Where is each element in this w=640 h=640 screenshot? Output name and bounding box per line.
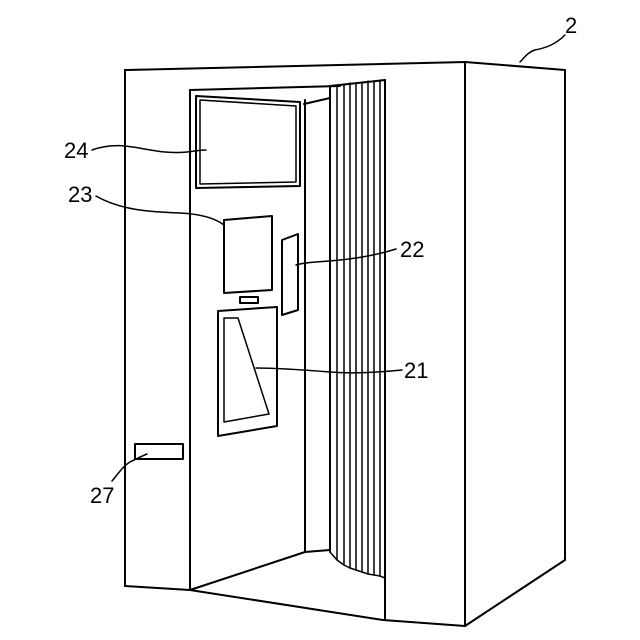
leader-22 — [296, 249, 396, 265]
leader-lines — [92, 35, 565, 481]
leader-24 — [92, 146, 206, 153]
label-24: 24 — [64, 138, 88, 163]
leader-2 — [520, 35, 565, 62]
label-27: 27 — [90, 483, 114, 508]
label-23: 23 — [68, 182, 92, 207]
label-2: 2 — [565, 13, 577, 38]
inner-display-24 — [196, 96, 300, 188]
side-slot-22 — [282, 234, 298, 315]
label-21: 21 — [404, 358, 428, 383]
curtain — [330, 80, 385, 620]
label-22: 22 — [400, 237, 424, 262]
touch-panel-21 — [218, 307, 277, 436]
leader-23 — [96, 196, 224, 225]
photo-window-23 — [224, 216, 272, 303]
